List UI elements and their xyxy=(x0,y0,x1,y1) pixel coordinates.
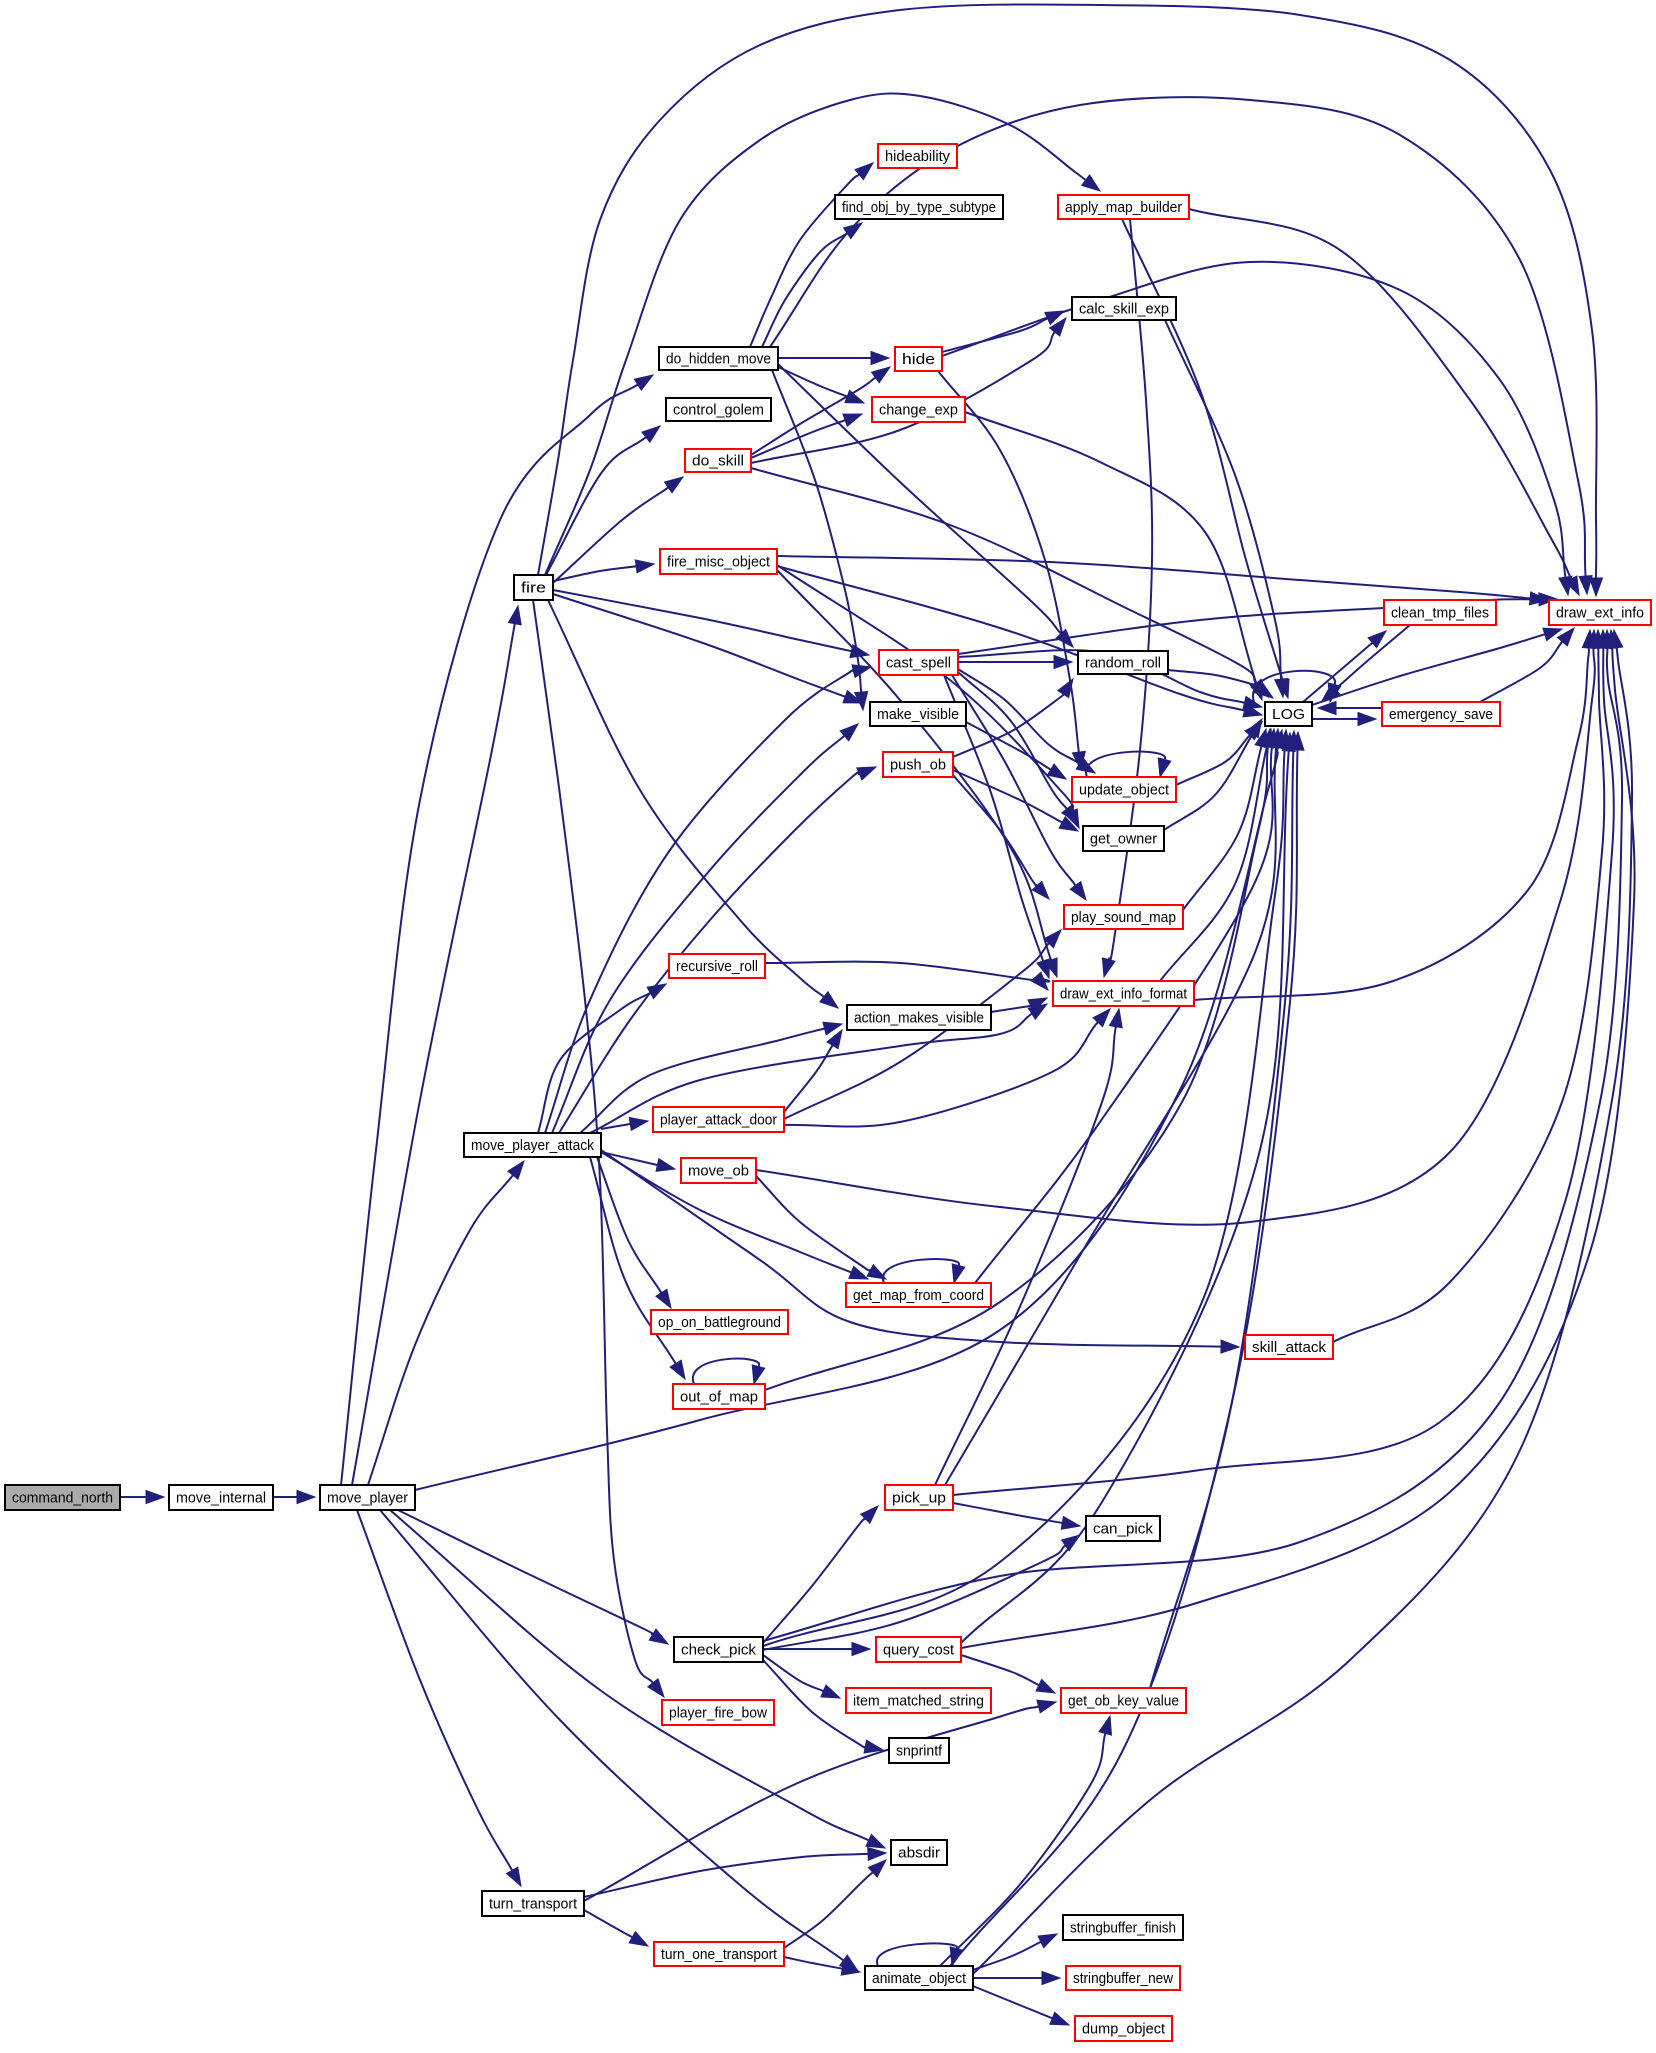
svg-text:hide: hide xyxy=(902,351,935,368)
svg-text:turn_transport: turn_transport xyxy=(489,1896,578,1913)
svg-text:move_player: move_player xyxy=(327,1490,408,1507)
svg-text:absdir: absdir xyxy=(898,1845,940,1862)
svg-text:move_internal: move_internal xyxy=(176,1490,266,1507)
svg-text:do_hidden_move: do_hidden_move xyxy=(666,351,771,368)
svg-text:draw_ext_info: draw_ext_info xyxy=(1556,605,1644,622)
svg-text:random_roll: random_roll xyxy=(1085,655,1161,672)
svg-text:play_sound_map: play_sound_map xyxy=(1071,909,1176,926)
svg-text:hideability: hideability xyxy=(885,148,950,165)
svg-text:skill_attack: skill_attack xyxy=(1252,1339,1327,1356)
svg-text:command_north: command_north xyxy=(12,1490,113,1507)
svg-text:get_ob_key_value: get_ob_key_value xyxy=(1068,1693,1179,1710)
svg-text:do_skill: do_skill xyxy=(692,453,744,470)
svg-text:turn_one_transport: turn_one_transport xyxy=(661,1946,778,1963)
svg-text:emergency_save: emergency_save xyxy=(1389,706,1493,723)
svg-text:fire: fire xyxy=(521,580,546,597)
svg-text:change_exp: change_exp xyxy=(879,402,958,419)
svg-text:draw_ext_info_format: draw_ext_info_format xyxy=(1060,986,1188,1003)
svg-text:control_golem: control_golem xyxy=(673,402,764,419)
svg-text:can_pick: can_pick xyxy=(1093,1521,1154,1538)
svg-text:fire_misc_object: fire_misc_object xyxy=(667,554,771,571)
svg-text:get_map_from_coord: get_map_from_coord xyxy=(853,1287,984,1304)
svg-text:animate_object: animate_object xyxy=(872,1970,967,1987)
svg-text:stringbuffer_finish: stringbuffer_finish xyxy=(1070,1920,1176,1937)
svg-text:snprintf: snprintf xyxy=(896,1743,943,1760)
svg-text:push_ob: push_ob xyxy=(890,757,946,774)
svg-text:get_owner: get_owner xyxy=(1090,831,1157,848)
svg-text:update_object: update_object xyxy=(1079,782,1170,799)
svg-text:find_obj_by_type_subtype: find_obj_by_type_subtype xyxy=(842,199,996,216)
svg-text:query_cost: query_cost xyxy=(883,1642,955,1659)
svg-text:item_matched_string: item_matched_string xyxy=(853,1693,984,1710)
svg-text:op_on_battleground: op_on_battleground xyxy=(658,1314,781,1331)
svg-text:make_visible: make_visible xyxy=(877,706,959,723)
svg-text:move_player_attack: move_player_attack xyxy=(471,1137,594,1154)
svg-text:dump_object: dump_object xyxy=(1082,2021,1166,2038)
svg-text:pick_up: pick_up xyxy=(892,1490,946,1507)
svg-text:stringbuffer_new: stringbuffer_new xyxy=(1073,1970,1173,1987)
svg-text:recursive_roll: recursive_roll xyxy=(676,958,758,975)
svg-text:player_attack_door: player_attack_door xyxy=(660,1112,777,1129)
svg-text:action_makes_visible: action_makes_visible xyxy=(854,1010,984,1027)
svg-text:calc_skill_exp: calc_skill_exp xyxy=(1079,301,1169,318)
svg-text:cast_spell: cast_spell xyxy=(886,655,951,672)
svg-text:check_pick: check_pick xyxy=(681,1642,757,1659)
svg-text:move_ob: move_ob xyxy=(688,1163,749,1180)
svg-text:apply_map_builder: apply_map_builder xyxy=(1065,199,1182,216)
svg-text:player_fire_bow: player_fire_bow xyxy=(669,1705,767,1722)
svg-text:out_of_map: out_of_map xyxy=(680,1389,758,1406)
svg-text:LOG: LOG xyxy=(1272,706,1305,723)
svg-text:clean_tmp_files: clean_tmp_files xyxy=(1391,605,1489,622)
